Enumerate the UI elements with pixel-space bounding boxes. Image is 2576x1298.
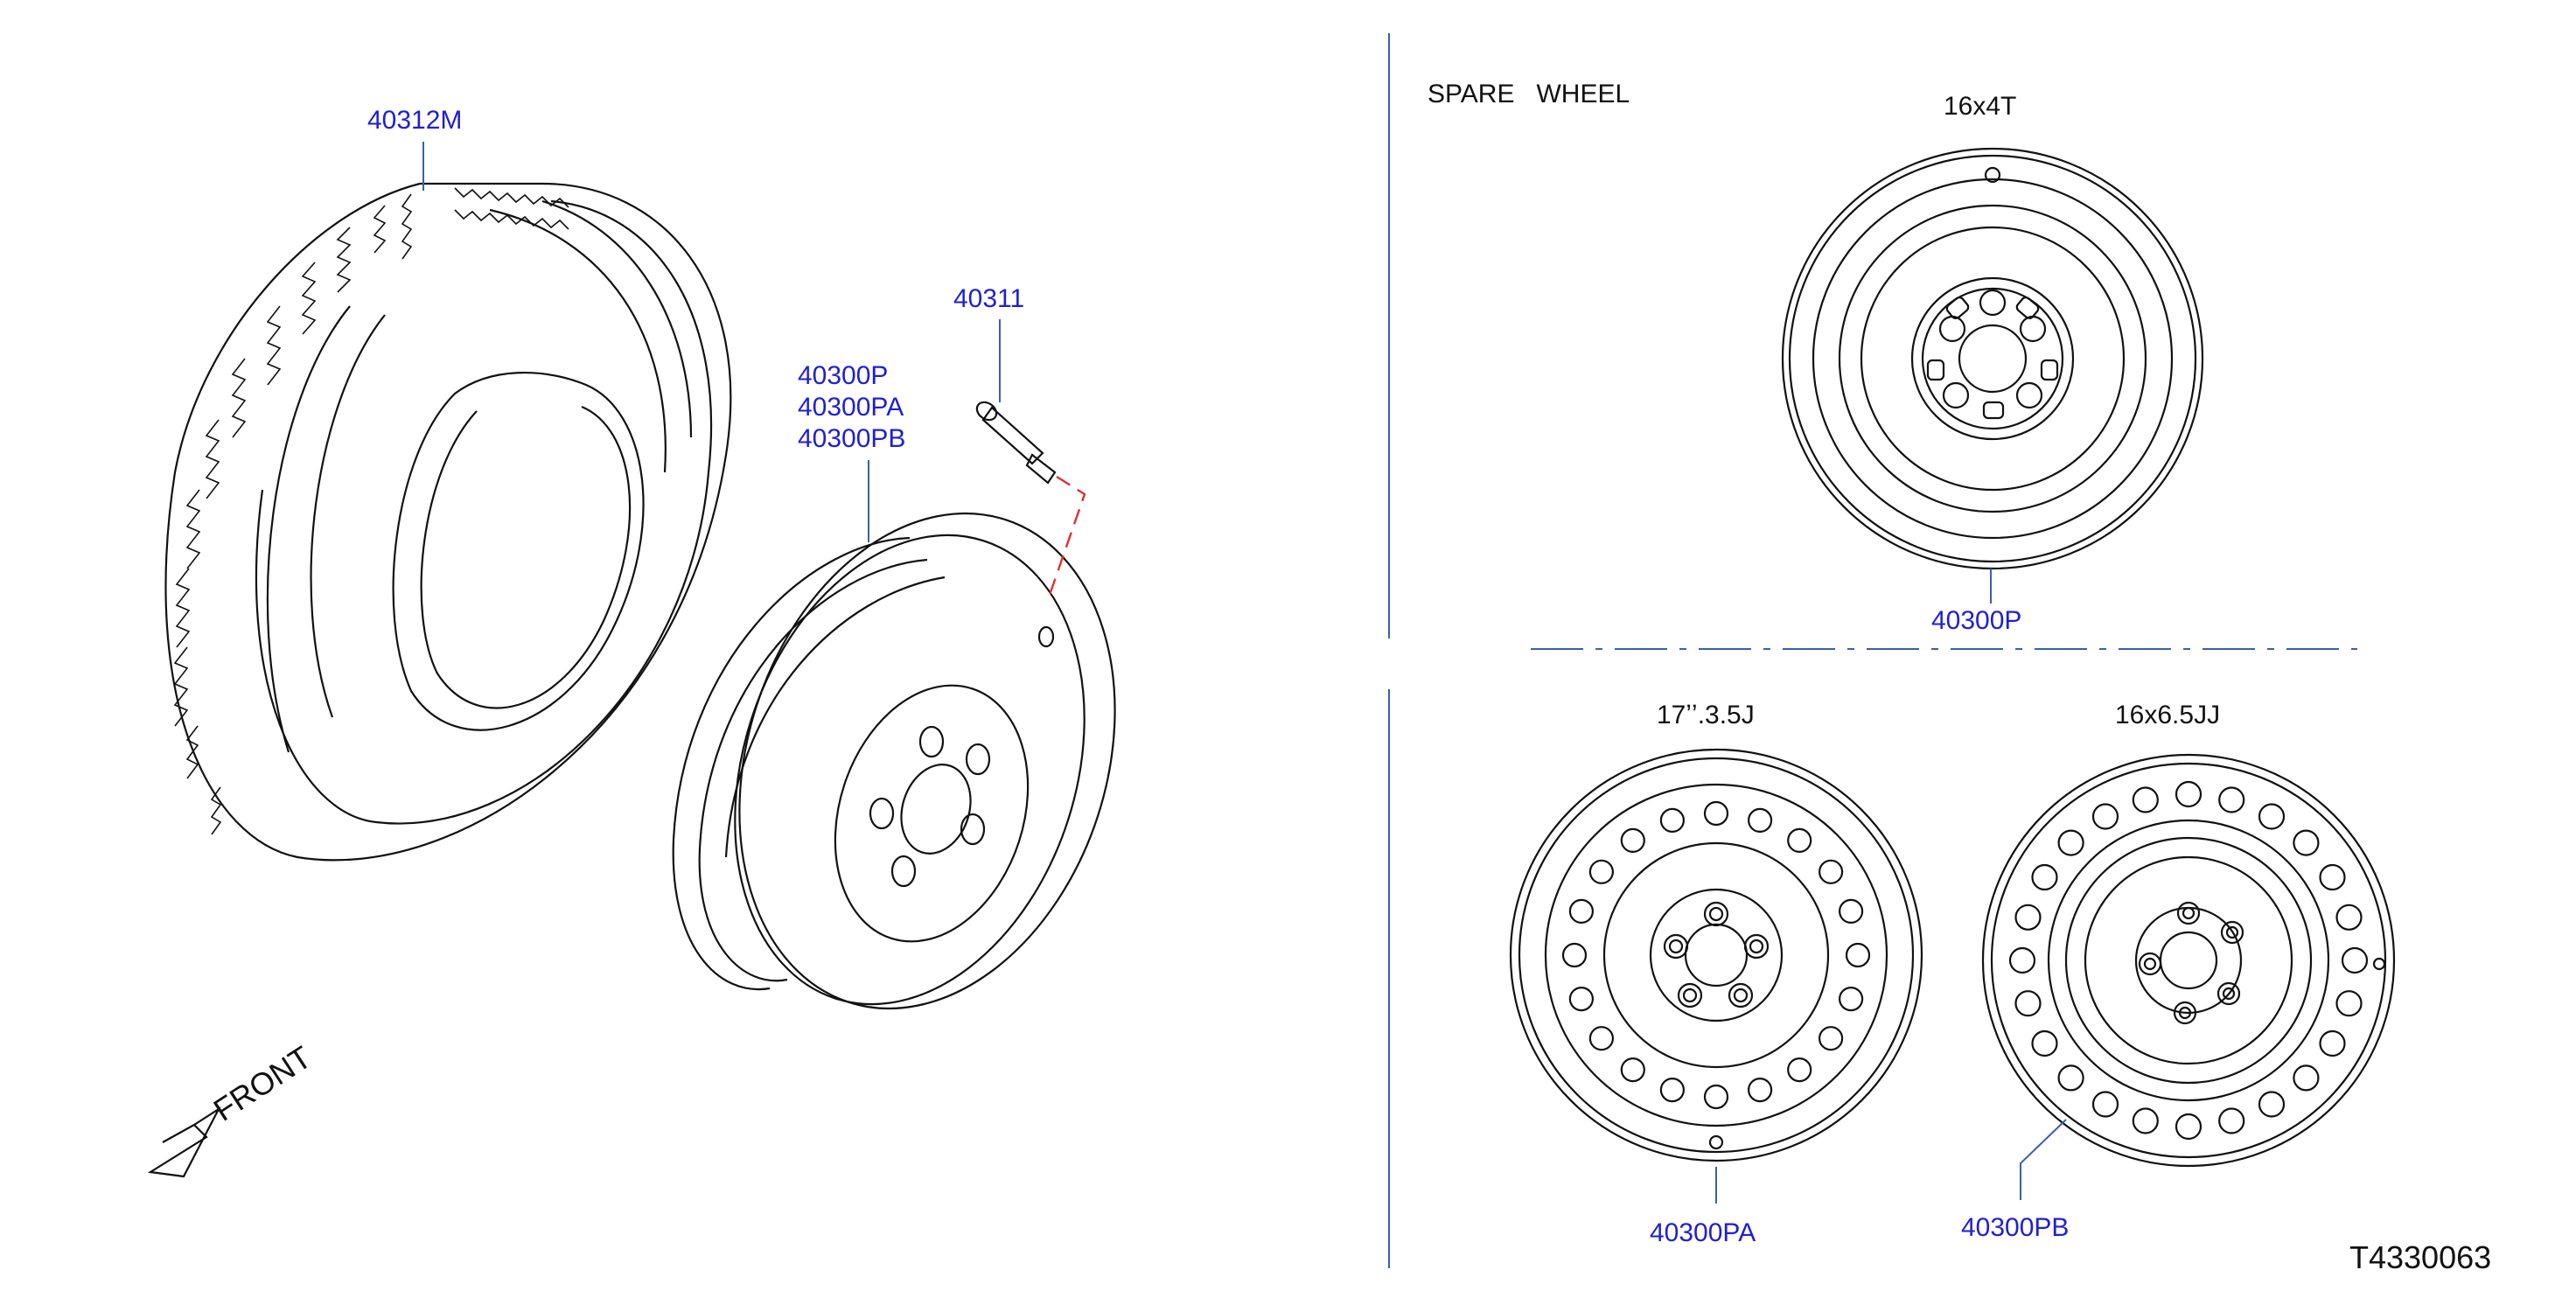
vent-hole bbox=[2057, 1064, 2084, 1092]
wheel-pa-illustration bbox=[1509, 748, 1923, 1204]
vent-hole bbox=[2218, 786, 2245, 813]
vent-hole bbox=[1620, 827, 1645, 854]
part-label-wheel-pb[interactable]: 40300PB bbox=[798, 424, 906, 453]
diagram-code: T4330063 bbox=[2349, 1239, 2492, 1275]
vent-hole bbox=[2014, 990, 2042, 1017]
part-label-spare[interactable]: 40300P bbox=[1931, 606, 2022, 635]
vent-hole bbox=[1620, 1057, 1645, 1083]
vent-hole bbox=[1659, 807, 1686, 834]
wheel-pb-illustration bbox=[1981, 753, 2396, 1200]
vent-hole bbox=[1588, 1026, 1615, 1051]
part-label-wheel-b[interactable]: 40300PB bbox=[1961, 1213, 2070, 1242]
part-label-wheel-pa[interactable]: 40300PA bbox=[798, 393, 904, 422]
vent-hole bbox=[2132, 1107, 2159, 1134]
vent-hole bbox=[1845, 942, 1871, 968]
part-label-tire[interactable]: 40312M bbox=[367, 106, 463, 135]
wheel-illustration bbox=[672, 460, 1116, 1010]
size-label-wheel-b: 16x6.5JJ bbox=[2115, 701, 2221, 729]
vent-hole bbox=[1819, 1026, 1844, 1051]
vent-hole bbox=[1703, 1084, 1729, 1110]
vent-hole bbox=[2091, 1091, 2119, 1118]
vent-hole bbox=[1561, 942, 1588, 968]
vent-hole bbox=[2175, 1113, 2203, 1141]
vent-hole bbox=[1787, 1057, 1812, 1083]
section-title-spare-wheel: SPARE WHEEL bbox=[1428, 80, 1630, 108]
vent-hole bbox=[2132, 786, 2159, 813]
vent-hole bbox=[2218, 1107, 2245, 1134]
vent-hole bbox=[1747, 807, 1773, 834]
vent-hole bbox=[2258, 803, 2286, 830]
vent-hole bbox=[2258, 1091, 2286, 1118]
tire-illustration bbox=[164, 142, 732, 862]
vent-hole bbox=[2031, 1029, 2058, 1057]
part-label-valve[interactable]: 40311 bbox=[953, 284, 1025, 313]
vent-hole bbox=[1703, 800, 1729, 827]
vent-hole bbox=[1588, 859, 1615, 884]
vent-hole bbox=[1568, 898, 1595, 925]
size-label-wheel-a: 17ʼʼ.3.5J bbox=[1657, 701, 1755, 729]
part-label-wheel-p[interactable]: 40300P bbox=[798, 361, 889, 390]
valve-icon bbox=[975, 319, 1086, 596]
vent-hole bbox=[1747, 1077, 1773, 1103]
vent-hole bbox=[2335, 904, 2363, 931]
vent-hole bbox=[2293, 829, 2320, 856]
vent-hole bbox=[2014, 904, 2042, 931]
vent-hole bbox=[2091, 803, 2119, 830]
vent-hole bbox=[2175, 780, 2203, 808]
vent-hole bbox=[1839, 986, 1864, 1012]
vent-hole bbox=[1568, 986, 1595, 1012]
vent-hole bbox=[1659, 1077, 1686, 1103]
vent-hole bbox=[1787, 827, 1812, 854]
spare-wheel-illustration bbox=[1781, 147, 2204, 604]
vent-hole bbox=[1839, 898, 1864, 925]
vent-hole bbox=[2293, 1064, 2320, 1092]
front-arrow-icon bbox=[147, 1106, 221, 1178]
vent-hole bbox=[2057, 829, 2084, 856]
vent-hole bbox=[2341, 946, 2369, 974]
vent-hole bbox=[2031, 863, 2058, 891]
vent-hole bbox=[1819, 859, 1844, 884]
vent-hole bbox=[2319, 1029, 2346, 1057]
part-label-wheel-a[interactable]: 40300PA bbox=[1650, 1218, 1756, 1247]
vent-hole bbox=[2008, 946, 2036, 974]
size-label-spare: 16x4T bbox=[1944, 92, 2017, 121]
vent-hole bbox=[2319, 863, 2346, 891]
vent-hole bbox=[2335, 990, 2363, 1017]
